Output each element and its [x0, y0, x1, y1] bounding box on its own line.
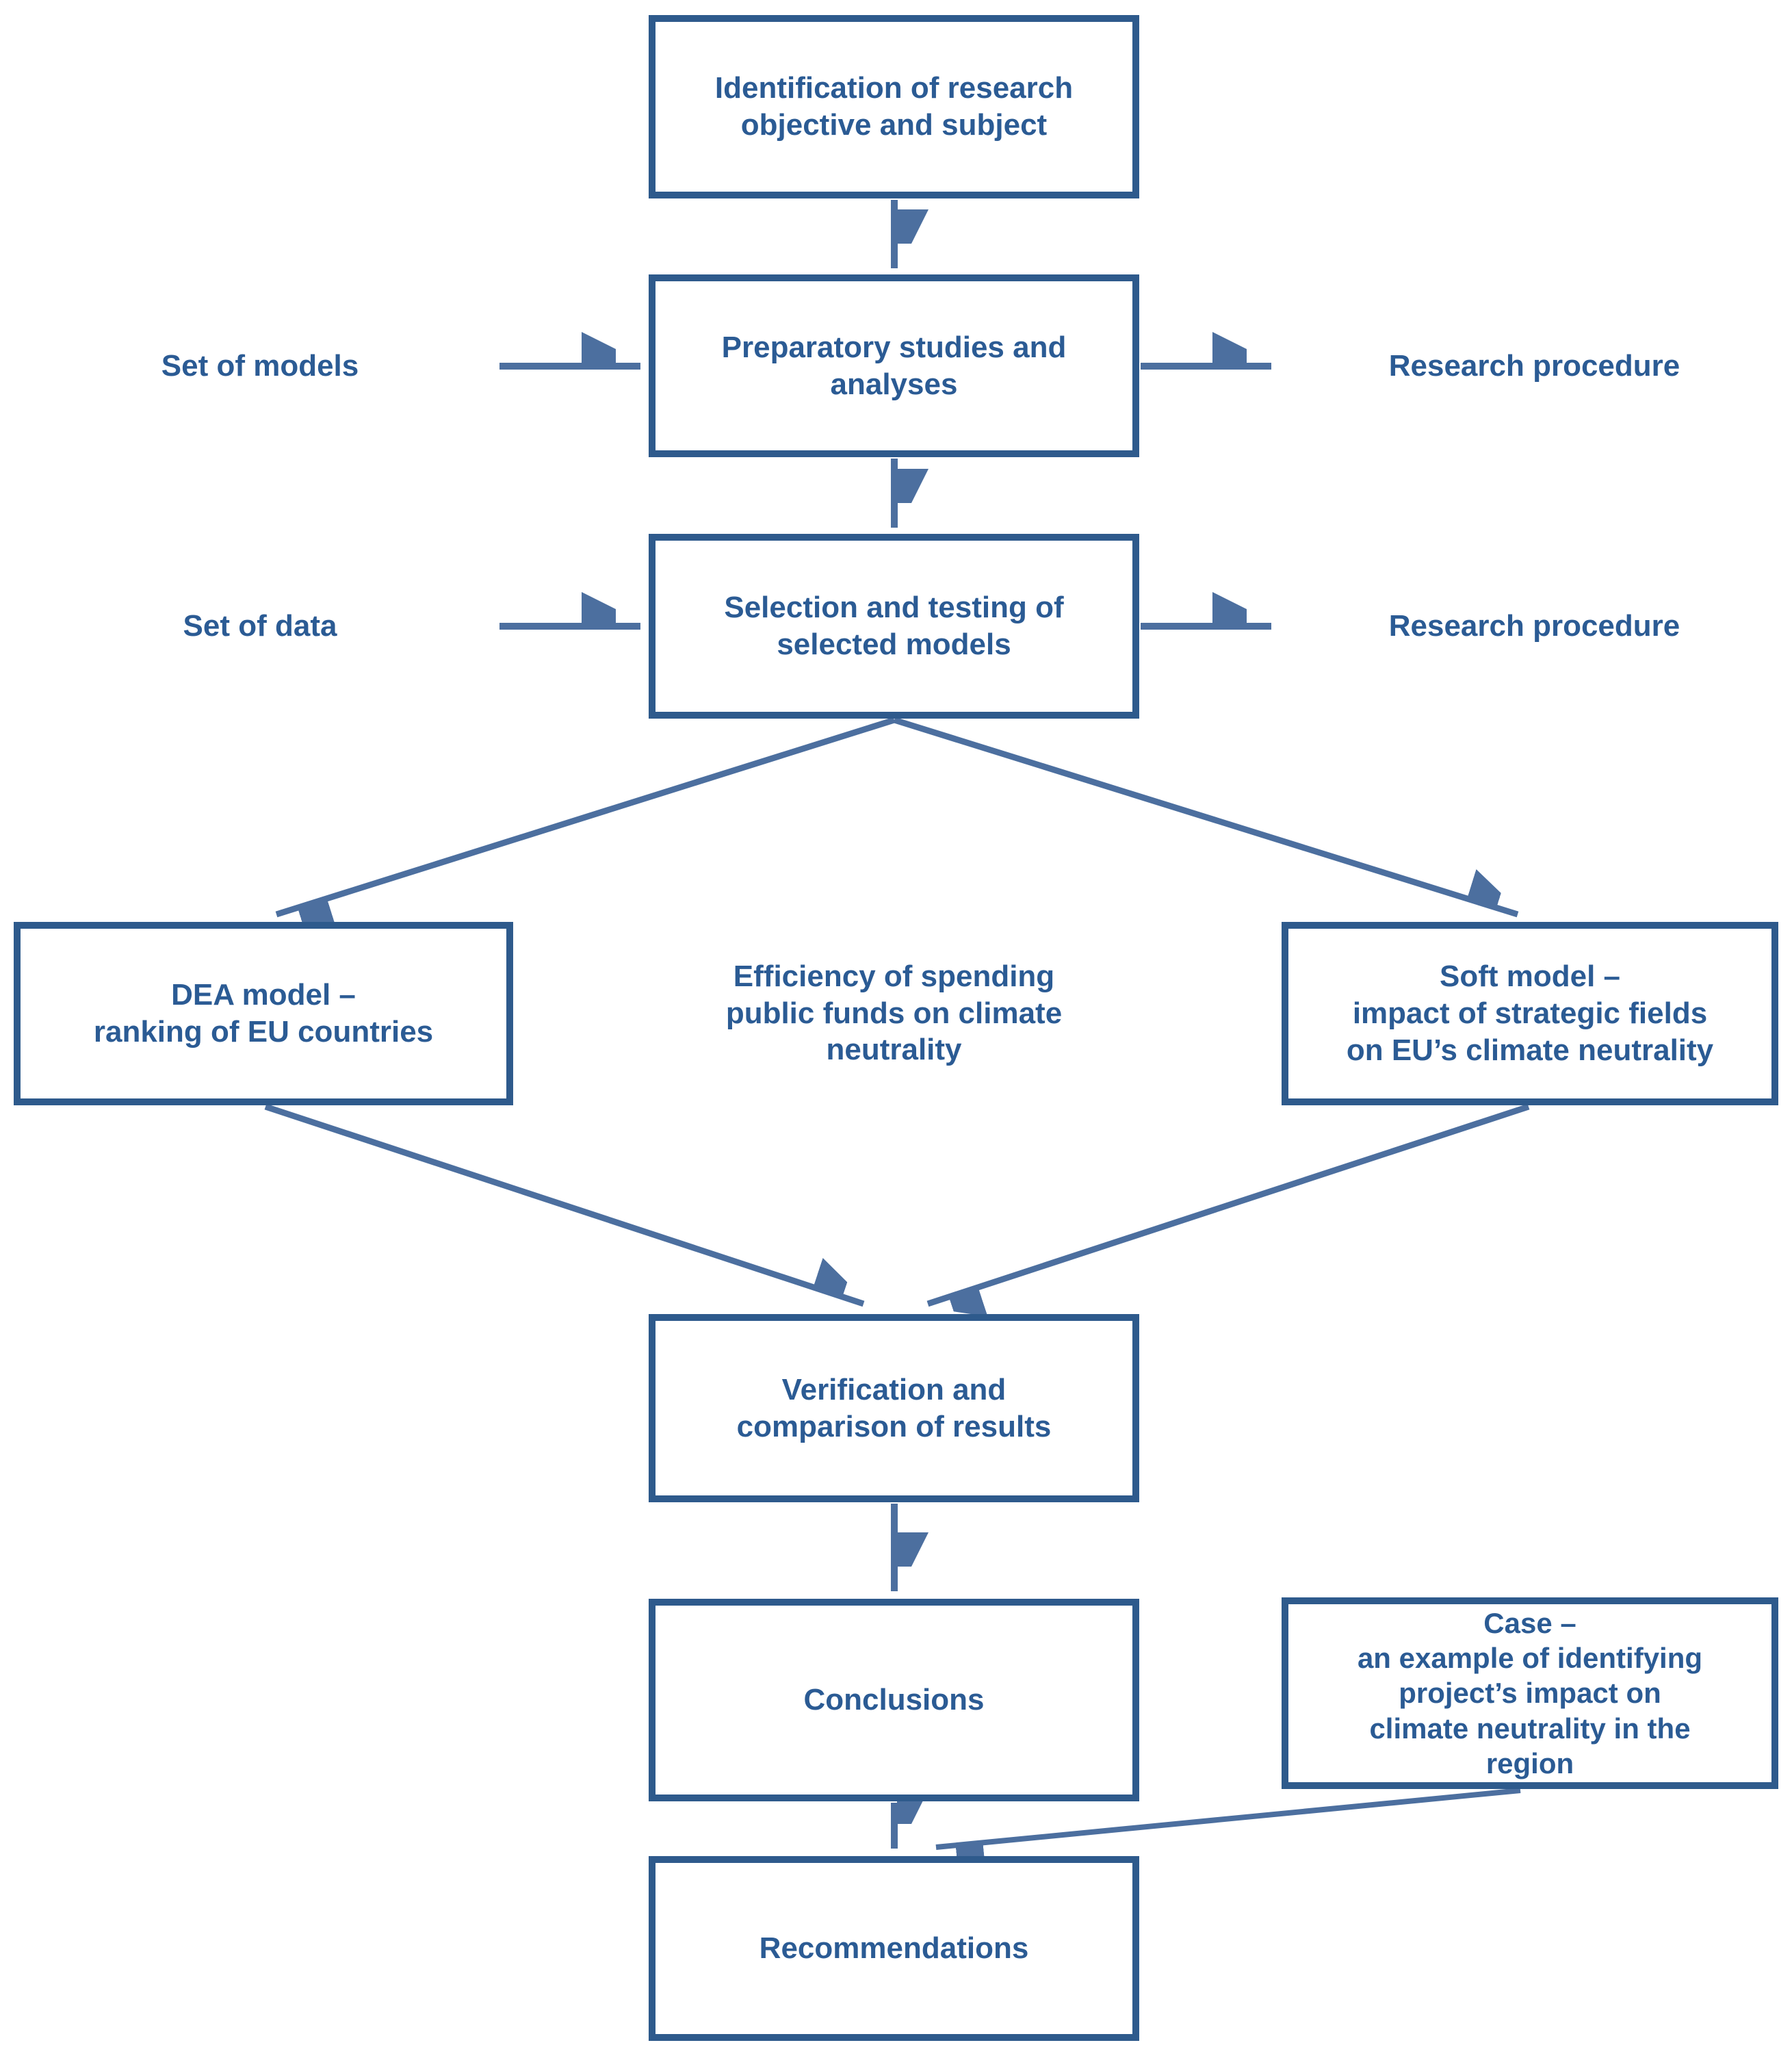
label-research-procedure-top-text: Research procedure [1388, 349, 1680, 383]
label-research-procedure-top: Research procedure [1338, 346, 1731, 387]
node-case: Case – an example of identifying project… [1282, 1597, 1778, 1789]
node-efficiency-label: Efficiency of spending public funds on c… [725, 959, 1063, 1067]
node-efficiency-text: Efficiency of spending public funds on c… [653, 953, 1134, 1073]
label-set-of-data-text: Set of data [183, 609, 337, 643]
label-set-of-models-text: Set of models [161, 349, 359, 383]
node-case-label: Case – an example of identifying project… [1357, 1606, 1703, 1779]
node-recommendations: Recommendations [649, 1856, 1139, 2041]
arrow-case-to-recommendations [935, 1788, 1521, 1847]
label-research-procedure-bottom-text: Research procedure [1388, 609, 1680, 643]
node-verification: Verification and comparison of results [649, 1314, 1139, 1502]
node-selection: Selection and testing of selected models [649, 534, 1139, 719]
arrow-soft-to-verification [926, 1103, 1530, 1304]
node-preparatory: Preparatory studies and analyses [649, 274, 1139, 457]
arrow-dea-to-verification [264, 1103, 865, 1307]
label-set-of-models: Set of models [68, 346, 452, 387]
node-dea: DEA model – ranking of EU countries [14, 922, 513, 1105]
arrow-selection-to-dea [275, 717, 896, 914]
node-identification-label: Identification of research objective and… [714, 71, 1074, 142]
node-dea-label: DEA model – ranking of EU countries [93, 978, 434, 1049]
node-selection-label: Selection and testing of selected models [724, 591, 1064, 661]
arrow-selection-to-soft [893, 717, 1519, 918]
node-conclusions: Conclusions [649, 1599, 1139, 1801]
node-identification: Identification of research objective and… [649, 15, 1139, 198]
node-preparatory-label: Preparatory studies and analyses [721, 330, 1067, 401]
node-soft-label: Soft model – impact of strategic fields … [1346, 960, 1714, 1067]
node-recommendations-label: Recommendations [759, 1931, 1029, 1966]
label-research-procedure-bottom: Research procedure [1338, 606, 1731, 647]
label-set-of-data: Set of data [68, 606, 452, 647]
node-conclusions-label: Conclusions [803, 1683, 985, 1717]
node-verification-label: Verification and comparison of results [736, 1372, 1052, 1443]
node-soft: Soft model – impact of strategic fields … [1282, 922, 1778, 1105]
